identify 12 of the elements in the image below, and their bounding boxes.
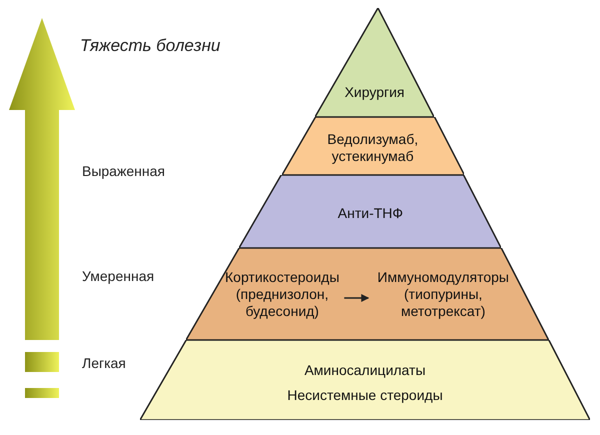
- tier-label: Несистемные стероиды: [287, 387, 443, 404]
- tier-label: Кортикостероиды (преднизолон, будесонид): [224, 268, 340, 320]
- severity-label: Умеренная: [82, 268, 154, 284]
- tier-label: Иммуномодуляторы (тиопурины, метотрексат): [376, 268, 510, 320]
- severity-label: Легкая: [82, 355, 126, 371]
- tier-label: Анти-ТНФ: [338, 205, 404, 222]
- axis-title: Тяжесть болезни: [80, 36, 220, 56]
- severity-label: Выраженная: [82, 163, 165, 179]
- arrow: [344, 294, 370, 302]
- tier-label: Ведолизумаб, устекинумаб: [326, 131, 420, 165]
- tier-label: Аминосалицилаты: [304, 362, 426, 379]
- tier-label: Хирургия: [344, 84, 405, 101]
